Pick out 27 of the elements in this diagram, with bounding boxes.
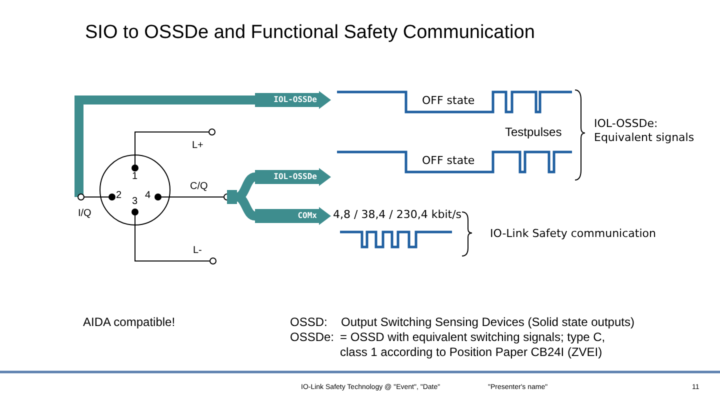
note-text: AIDA compatible! [83, 315, 176, 329]
band-label: IOL-OSSDe [272, 94, 317, 106]
arrow-band [255, 168, 331, 186]
signal-label: OFF state [422, 94, 475, 107]
terminal-label: I/Q [78, 208, 92, 219]
term-label: OSSDe: [290, 330, 334, 344]
pin-number: 4 [145, 190, 151, 201]
signal-label: OFF state [422, 154, 475, 167]
arrow-band [255, 207, 331, 225]
definition-text: = OSSD with equivalent switching signals; type C, class 1 according to Position Paper CB24I (ZVEI) [340, 330, 606, 360]
data-rate-label: 4,8 / 38,4 / 230,4 kbit/s [333, 208, 462, 221]
terminal-label: L- [193, 245, 202, 256]
term-label: OSSD: [290, 315, 328, 329]
pin-number: 3 [132, 196, 138, 207]
arrow-band [255, 91, 331, 109]
pin-number: 2 [116, 190, 122, 201]
note-text: IO-Link Safety communication [490, 227, 656, 240]
definition-text: Output Switching Sensing Devices (Solid state outputs) [341, 315, 634, 329]
note-text: IOL-OSSDe: Equivalent signals [594, 117, 696, 145]
signal-label: C/Q [190, 181, 208, 192]
signal-label: Testpulses [505, 125, 562, 139]
pin-number: 1 [132, 171, 138, 182]
band-label: COMx [296, 210, 317, 222]
terminal-label: L+ [192, 140, 204, 151]
splitter-stem [227, 190, 237, 204]
band-label: IOL-OSSDe [272, 171, 317, 183]
slide-title: SIO to OSSDe and Functional Safety Communication [85, 22, 535, 44]
